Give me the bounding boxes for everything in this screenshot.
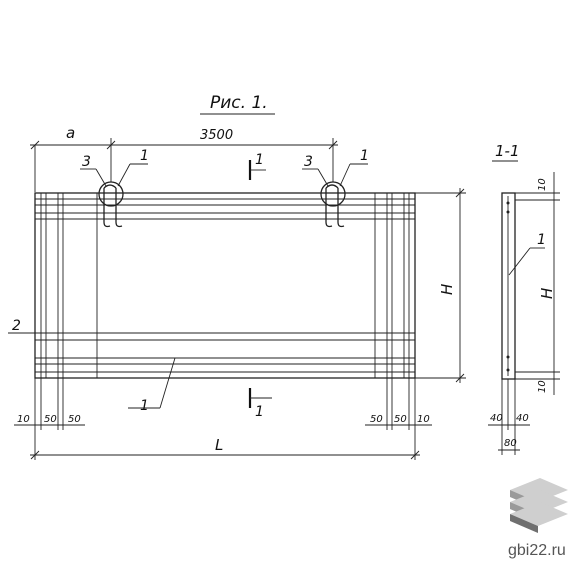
callout-1-right: 1 <box>360 148 369 164</box>
bottom-dimensions: 10 50 50 50 50 10 L <box>14 378 432 460</box>
section-title: 1-1 <box>495 142 520 160</box>
top-dimensions: a 3500 <box>30 124 338 192</box>
tick <box>30 140 40 150</box>
lifting-loop-right-b <box>337 188 345 228</box>
callout-3-left: 3 <box>82 154 91 170</box>
tick <box>328 140 338 150</box>
logo-slab-mid <box>510 490 568 514</box>
site-logo-icon <box>510 478 568 533</box>
tick <box>410 450 420 460</box>
dim-br-50a: 50 <box>370 414 383 425</box>
leader <box>117 163 131 187</box>
tick <box>30 450 40 460</box>
dim-bl-50a: 50 <box>44 414 57 425</box>
tick <box>106 140 116 150</box>
section-view: 1-1 10 10 H 1 40 40 80 <box>488 142 560 455</box>
dim-bl-10: 10 <box>17 414 30 425</box>
logo-slab-bottom <box>510 502 568 526</box>
section-outline <box>501 192 516 380</box>
rebar-dot <box>506 210 510 214</box>
dim-bl-50b: 50 <box>68 414 81 425</box>
dim-side-top: 10 <box>537 178 548 191</box>
dim-a: a <box>66 124 75 142</box>
callout-1-section: 1 <box>537 232 546 248</box>
dim-side-40a: 40 <box>490 413 503 424</box>
cut-label-top: 1 <box>255 152 264 168</box>
callout-3-right: 3 <box>304 154 313 170</box>
callout-1-left: 1 <box>140 148 149 164</box>
leader <box>508 247 531 276</box>
callout-1-bottom: 1 <box>140 398 149 414</box>
leader <box>95 168 107 187</box>
callouts-top: 3 1 3 1 <box>80 148 369 187</box>
dim-H-front-label: H <box>438 284 456 295</box>
dim-L: L <box>215 436 223 454</box>
logo-slab-top <box>510 478 568 502</box>
dim-3500: 3500 <box>200 128 233 143</box>
dim-H-front: H <box>415 188 466 383</box>
leader <box>317 168 329 187</box>
panel-outline <box>34 192 416 379</box>
tick <box>455 188 465 198</box>
logo-slab-bottom-side <box>510 514 538 533</box>
tick <box>455 373 465 383</box>
section-cut-marks: 1 1 <box>248 152 272 420</box>
lifting-loop-left-a <box>103 188 111 228</box>
leader <box>159 357 176 409</box>
front-view <box>20 181 416 379</box>
dim-br-50b: 50 <box>394 414 407 425</box>
dim-side-40b: 40 <box>516 413 529 424</box>
dim-H-side-label: H <box>538 288 556 299</box>
dim-side-80: 80 <box>504 438 517 449</box>
dim-side-bottom: 10 <box>537 380 548 393</box>
lifting-loop-right-a <box>325 188 333 228</box>
leader <box>339 163 351 187</box>
lifting-loop-left-top <box>103 184 117 189</box>
cut-label-bottom: 1 <box>255 404 264 420</box>
rebar-dot <box>506 368 510 372</box>
dim-br-10: 10 <box>417 414 430 425</box>
rebar-dot <box>506 355 510 359</box>
figure-title: Рис. 1. <box>210 93 268 113</box>
site-name: gbi22.ru <box>508 542 566 559</box>
rebar-dot <box>506 201 510 205</box>
callout-2: 2 <box>12 318 21 334</box>
lifting-loop-right-top <box>325 184 339 189</box>
lifting-loop-left-b <box>115 188 123 228</box>
